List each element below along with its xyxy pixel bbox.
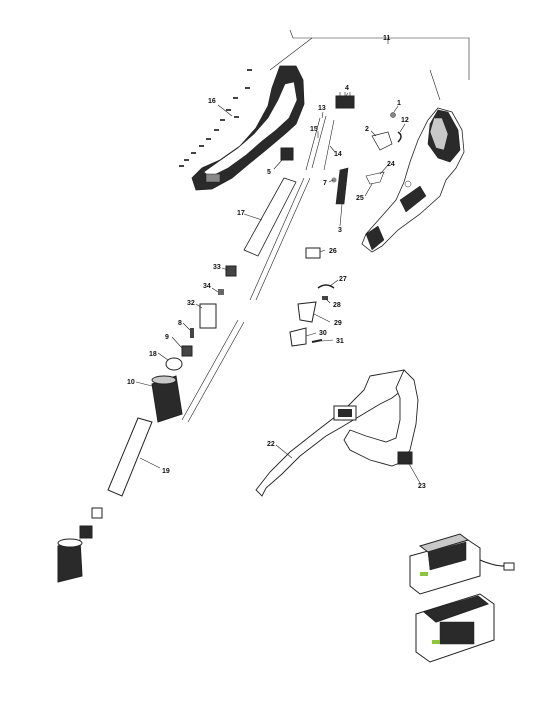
collar-26 [305, 247, 321, 259]
callout-19: 19 [162, 468, 170, 475]
callout-32: 32 [187, 300, 195, 307]
callout-4: 4 [345, 85, 349, 92]
leader-lines [135, 92, 421, 484]
callout-22: 22 [267, 441, 275, 448]
lower-parts [79, 507, 103, 539]
coupler-32 [199, 303, 217, 329]
callout-5: 5 [267, 169, 271, 176]
right-handle-half [361, 107, 465, 253]
charger [409, 533, 515, 595]
callout-1: 1 [397, 100, 401, 107]
callout-16: 16 [208, 98, 216, 105]
buckle-23 [397, 451, 413, 465]
pin-34 [218, 289, 224, 295]
cap-9 [181, 345, 193, 357]
strap-22 [255, 369, 419, 497]
screws-16 [179, 69, 252, 167]
collar-18 [165, 357, 183, 371]
callout-29: 29 [334, 320, 342, 327]
callout-10: 10 [127, 379, 135, 386]
callout-31: 31 [336, 338, 344, 345]
switch-block-4 [335, 92, 355, 109]
callout-8: 8 [178, 320, 182, 327]
callout-7: 7 [323, 180, 327, 187]
clip-24 [365, 171, 385, 185]
screw-1 [390, 112, 396, 118]
pin-8 [190, 328, 194, 338]
callout-24: 24 [387, 161, 395, 168]
callout-33: 33 [213, 264, 221, 271]
callout-3: 3 [338, 227, 342, 234]
coupler-33 [225, 265, 237, 277]
wires-13-15-14 [305, 115, 335, 171]
callout-2: 2 [365, 126, 369, 133]
connector-5 [280, 147, 294, 161]
pin-31 [311, 339, 323, 343]
bracket-11 [269, 29, 470, 101]
bracket-29 [297, 301, 317, 323]
callout-34: 34 [203, 283, 211, 290]
callout-26: 26 [329, 248, 337, 255]
clip-30 [289, 327, 307, 347]
spring-12 [397, 131, 402, 143]
callout-23: 23 [418, 483, 426, 490]
ring-27 [317, 284, 335, 289]
callout-15: 15 [310, 126, 318, 133]
callout-12: 12 [401, 117, 409, 124]
callout-17: 17 [237, 210, 245, 217]
cables [181, 177, 311, 423]
left-handle-half [191, 65, 305, 191]
tube-17 [243, 177, 297, 257]
callout-14: 14 [334, 151, 342, 158]
callout-25: 25 [356, 195, 364, 202]
callout-28: 28 [333, 302, 341, 309]
battery [415, 593, 495, 663]
lower-knob [57, 538, 83, 583]
callout-18: 18 [149, 351, 157, 358]
callout-13: 13 [318, 105, 326, 112]
washer-7 [331, 177, 337, 183]
callout-30: 30 [319, 330, 327, 337]
lock-lever-3 [335, 167, 349, 205]
callout-11: 11 [383, 35, 391, 42]
callout-9: 9 [165, 334, 169, 341]
callout-27: 27 [339, 276, 347, 283]
clip-28 [322, 296, 328, 300]
trigger-2 [371, 131, 393, 151]
knob-10 [151, 375, 183, 423]
tube-19 [107, 417, 153, 497]
callout-labels: 11 16 13 4 1 15 2 12 14 5 24 7 25 17 3 2… [127, 35, 426, 490]
